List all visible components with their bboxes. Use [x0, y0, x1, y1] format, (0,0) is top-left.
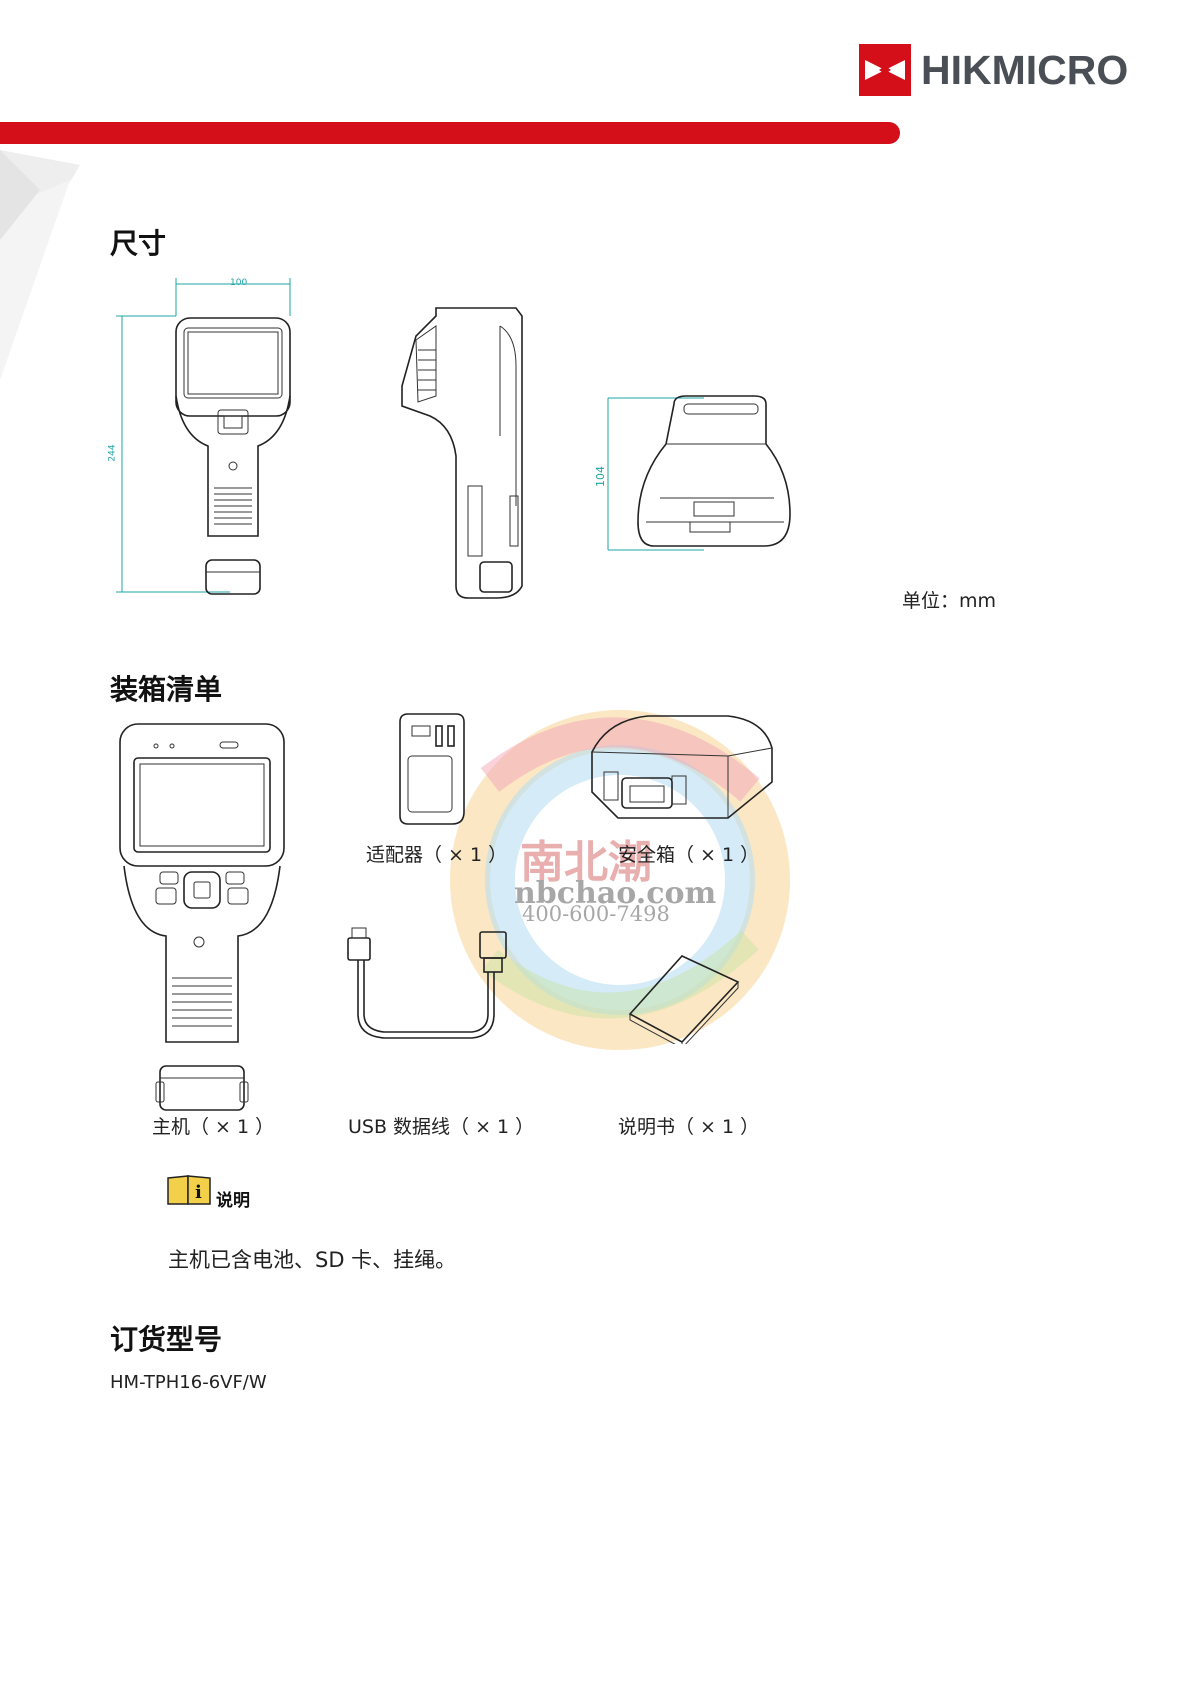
main-unit-drawing — [119, 723, 285, 1111]
packing-item-main-unit-label: 主机（ × 1 ） — [152, 1116, 275, 1138]
info-book-icon: i — [167, 1175, 211, 1205]
safety-case-drawing — [591, 715, 773, 819]
front-view-drawing — [116, 278, 291, 595]
watermark-domain: nbchao.com — [514, 876, 717, 911]
section-title-order-model: 订货型号 — [110, 1323, 223, 1356]
height-dimension-label: 244 — [107, 444, 118, 462]
header-red-bar — [0, 122, 900, 144]
manual-drawing — [628, 955, 740, 1044]
adapter-drawing — [399, 713, 465, 825]
unit-label: 单位：mm — [902, 590, 997, 612]
watermark-chinese: 南北潮 — [520, 837, 652, 888]
packing-item-adapter-label: 适配器（ × 1 ） — [366, 844, 508, 866]
depth-dimension-label: 104 — [594, 466, 607, 487]
packing-item-usb-cable-label: USB 数据线（ × 1 ） — [348, 1116, 535, 1138]
brand-logo: HIKMICRO — [859, 44, 1129, 96]
note-text: 主机已含电池、SD 卡、挂绳。 — [168, 1248, 457, 1272]
side-view-drawing — [401, 307, 523, 599]
watermark-splash — [450, 710, 790, 1050]
section-title-packing-list: 装箱清单 — [110, 673, 223, 706]
order-model-number: HM-TPH16-6VF/W — [110, 1372, 267, 1393]
packing-item-manual-label: 说明书（ × 1 ） — [618, 1116, 760, 1138]
watermark-phone: 400-600-7498 — [522, 902, 670, 926]
top-view-drawing — [607, 395, 791, 551]
note-label: 说明 — [216, 1191, 250, 1211]
packing-item-case-label: 安全箱（ × 1 ） — [618, 844, 760, 866]
svg-text:i: i — [195, 1182, 202, 1203]
brand-name: HIKMICRO — [921, 47, 1129, 93]
decorative-shard — [0, 150, 80, 380]
hikmicro-logo-icon — [859, 44, 911, 96]
usb-cable-drawing — [347, 927, 507, 1039]
width-dimension-label: 100 — [230, 278, 248, 288]
section-title-dimensions: 尺寸 — [110, 227, 167, 260]
